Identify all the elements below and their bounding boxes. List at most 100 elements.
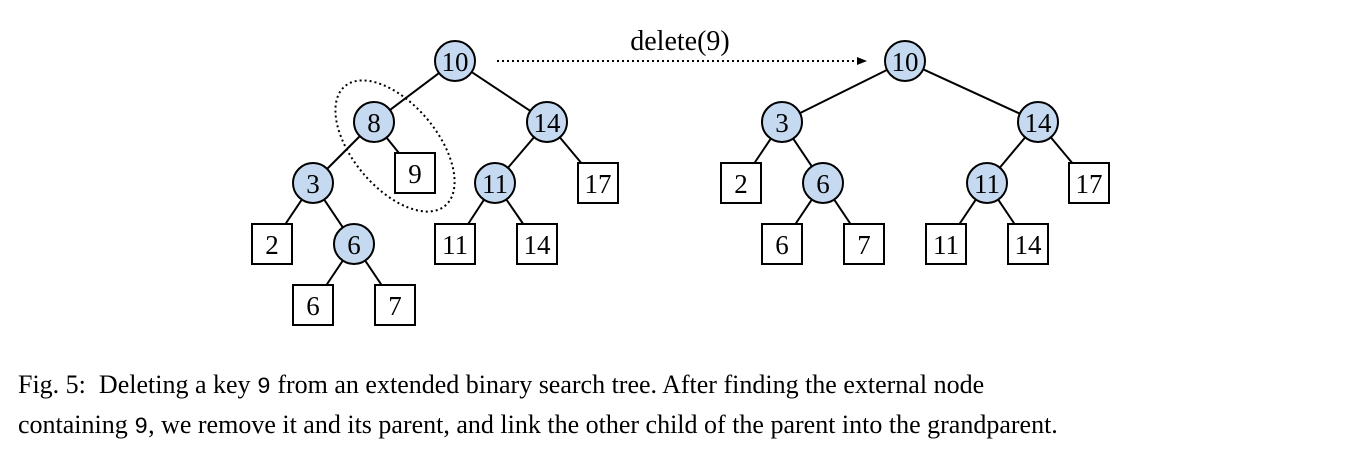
node-square — [374, 284, 416, 326]
after-internal-node-14: 14 — [1017, 101, 1059, 143]
node-square — [292, 284, 334, 326]
node-square — [925, 223, 967, 265]
after-edge — [792, 138, 813, 167]
node-label: 2 — [734, 169, 748, 199]
node-square — [1068, 162, 1110, 204]
before-external-node-2: 2 — [251, 223, 293, 265]
caption-line-1: Fig. 5: Deleting a key 9 from an extende… — [18, 366, 1340, 406]
after-internal-node-3: 3 — [761, 101, 803, 143]
node-square — [577, 162, 619, 204]
caption-text-2b: , we remove it and its parent, and link … — [148, 410, 1058, 439]
caption-text-2a: containing — [18, 410, 135, 439]
after-external-node-7: 7 — [843, 223, 885, 265]
node-label: 7 — [388, 291, 402, 321]
node-label: 2 — [265, 230, 279, 260]
after-edge — [794, 199, 813, 225]
node-label: 3 — [306, 169, 320, 199]
before-edge — [559, 136, 583, 164]
caption-key-2: 9 — [134, 414, 149, 440]
after-edge — [999, 136, 1026, 169]
before-external-node-6: 6 — [292, 284, 334, 326]
after-edge — [958, 199, 977, 225]
highlight-ellipse — [334, 79, 456, 213]
node-square — [843, 223, 885, 265]
after-edge — [799, 68, 888, 115]
node-square — [761, 223, 803, 265]
edges — [284, 68, 1074, 286]
node-circle — [434, 40, 476, 82]
caption-prefix: Fig. 5: — [18, 370, 86, 399]
figure-caption: Fig. 5: Deleting a key 9 from an extende… — [18, 366, 1340, 446]
node-label: 11 — [933, 230, 959, 260]
before-edge — [326, 135, 361, 170]
before-edge — [389, 72, 440, 111]
after-edge — [922, 68, 1021, 115]
after-external-node-2: 2 — [720, 162, 762, 204]
after-edge — [833, 199, 852, 225]
before-internal-node-8: 8 — [353, 101, 395, 143]
before-external-node-9: 9 — [394, 152, 436, 194]
caption-text-1a: Deleting a key — [98, 370, 258, 399]
node-label: 11 — [482, 169, 508, 199]
node-square — [251, 223, 293, 265]
after-internal-node-6: 6 — [802, 162, 844, 204]
after-edge — [997, 199, 1016, 225]
node-circle — [761, 101, 803, 143]
node-label: 17 — [1076, 169, 1103, 199]
node-label: 11 — [442, 230, 468, 260]
node-circle — [526, 101, 568, 143]
node-circle — [333, 223, 375, 265]
before-edge — [284, 199, 303, 225]
node-label: 10 — [892, 47, 919, 77]
node-circle — [1017, 101, 1059, 143]
node-square — [434, 223, 476, 265]
node-label: 6 — [775, 230, 789, 260]
node-circle — [966, 162, 1008, 204]
node-label: 10 — [442, 47, 469, 77]
after-external-node-11: 11 — [925, 223, 967, 265]
node-label: 9 — [408, 159, 422, 189]
after-internal-node-11: 11 — [966, 162, 1008, 204]
after-external-node-6: 6 — [761, 223, 803, 265]
before-external-node-17: 17 — [577, 162, 619, 204]
delete-label: delete(9) — [630, 26, 730, 57]
after-internal-node-10: 10 — [884, 40, 926, 82]
before-edge — [385, 136, 400, 154]
before-edge — [364, 260, 383, 286]
before-edge — [325, 260, 344, 286]
after-external-node-17: 17 — [1068, 162, 1110, 204]
node-square — [1007, 223, 1049, 265]
node-circle — [353, 101, 395, 143]
node-label: 17 — [585, 169, 612, 199]
after-external-node-14: 14 — [1007, 223, 1049, 265]
node-circle — [802, 162, 844, 204]
before-internal-node-14: 14 — [526, 101, 568, 143]
caption-text-1b: from an extended binary search tree. Aft… — [270, 370, 985, 399]
before-edge — [323, 199, 344, 228]
node-label: 14 — [524, 230, 552, 260]
before-external-node-14: 14 — [516, 223, 558, 265]
caption-line-2: containing 9, we remove it and its paren… — [18, 406, 1340, 446]
before-edge — [467, 199, 485, 225]
before-external-node-7: 7 — [374, 284, 416, 326]
node-circle — [292, 162, 334, 204]
node-square — [394, 152, 436, 194]
node-label: 6 — [347, 230, 361, 260]
before-edge — [471, 71, 531, 112]
before-external-node-11: 11 — [434, 223, 476, 265]
before-edge — [507, 136, 535, 169]
caption-key-1: 9 — [257, 374, 271, 400]
node-circle — [474, 162, 516, 204]
before-internal-node-10: 10 — [434, 40, 476, 82]
node-label: 3 — [775, 108, 789, 138]
node-label: 7 — [857, 230, 871, 260]
node-square — [516, 223, 558, 265]
node-label: 14 — [1015, 230, 1043, 260]
node-circle — [884, 40, 926, 82]
before-edge — [505, 198, 525, 225]
before-internal-node-3: 3 — [292, 162, 334, 204]
node-label: 11 — [974, 169, 1000, 199]
node-label: 8 — [367, 108, 381, 138]
